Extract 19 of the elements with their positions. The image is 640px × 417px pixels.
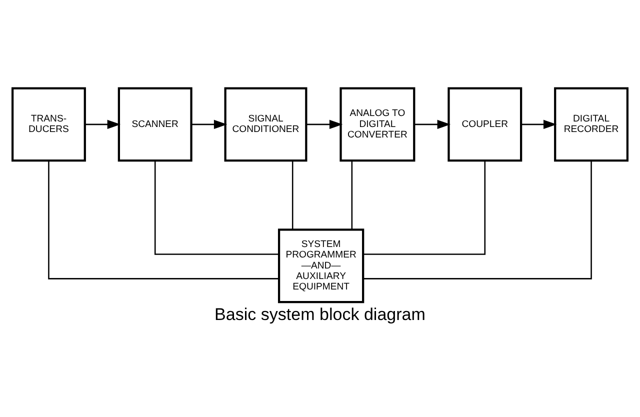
connector bbox=[154, 160, 279, 254]
node-box: SCANNER bbox=[118, 86, 192, 162]
arrow bbox=[414, 119, 450, 129]
node-box: TRANS- DUCERS bbox=[12, 86, 86, 162]
connector bbox=[48, 160, 279, 279]
caption: Basic system block diagram bbox=[214, 304, 426, 324]
node-box: ANALOG TO DIGITAL CONVERTER bbox=[340, 86, 416, 162]
connector bbox=[363, 160, 486, 254]
arrow bbox=[85, 119, 121, 129]
node-box: COUPLER bbox=[448, 86, 522, 162]
arrow bbox=[521, 119, 557, 129]
node-box: SIGNAL CONDITIONER bbox=[224, 86, 308, 162]
connector bbox=[363, 160, 592, 279]
arrow bbox=[306, 119, 343, 129]
connector bbox=[292, 160, 294, 230]
node-box: DIGITAL RECORDER bbox=[554, 86, 629, 162]
connector bbox=[351, 160, 353, 230]
node-box: SYSTEM PROGRAMMER —AND— AUXILIARY EQUIPMENT bbox=[278, 228, 364, 303]
arrow bbox=[191, 119, 228, 129]
